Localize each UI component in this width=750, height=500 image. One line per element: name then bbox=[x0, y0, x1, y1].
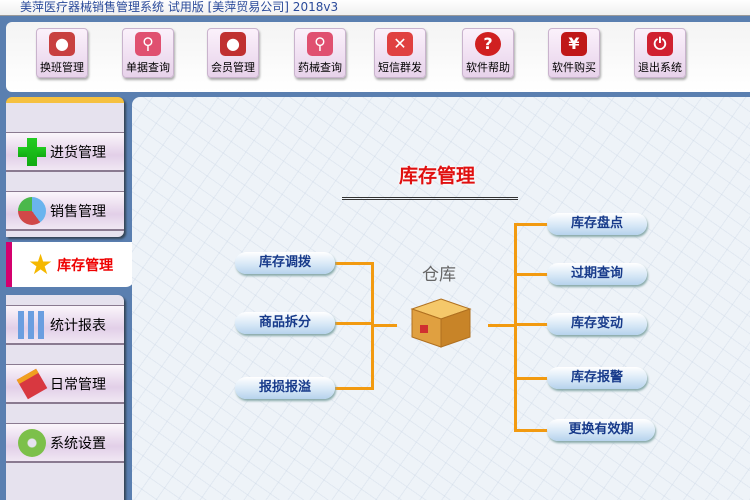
stock-alert-button[interactable]: 库存报警 bbox=[547, 367, 647, 389]
search-doc-icon: ⚲ bbox=[307, 32, 333, 56]
toolbar-button-help[interactable]: ?软件帮助 bbox=[462, 28, 514, 78]
sidebar-item-inventory[interactable]: ★库存管理 bbox=[6, 242, 134, 287]
toolbar-button-orders[interactable]: ⚲单据查询 bbox=[122, 28, 174, 78]
toolbar-button-members[interactable]: ●会员管理 bbox=[207, 28, 259, 78]
pie-icon bbox=[18, 196, 46, 225]
gear-icon bbox=[18, 428, 46, 457]
toolbar: ●换班管理 ⚲单据查询 ●会员管理 ⚲药械查询 ✕短信群发 ?软件帮助 ¥软件购… bbox=[6, 22, 750, 92]
warehouse-box-icon[interactable] bbox=[410, 297, 472, 349]
help-icon: ? bbox=[475, 32, 501, 56]
toolbar-button-buy[interactable]: ¥软件购买 bbox=[548, 28, 600, 78]
users-icon: ● bbox=[49, 32, 75, 56]
warehouse-label: 仓库 bbox=[422, 265, 456, 285]
sidebar-item-purchase[interactable]: 进货管理 bbox=[6, 132, 124, 172]
plus-icon bbox=[18, 137, 46, 166]
sidebar: 进货管理 销售管理 ★库存管理 统计报表 日常管理 系统设置 bbox=[6, 97, 134, 500]
mail-icon: ✕ bbox=[387, 32, 413, 56]
title-underline bbox=[342, 197, 518, 200]
toolbar-button-sms[interactable]: ✕短信群发 bbox=[374, 28, 426, 78]
sidebar-item-daily[interactable]: 日常管理 bbox=[6, 364, 124, 404]
toolbar-button-shift[interactable]: ●换班管理 bbox=[36, 28, 88, 78]
loss-overflow-button[interactable]: 报损报溢 bbox=[235, 377, 335, 399]
main-panel: 库存管理 库存调拨 商品拆分 报损报溢 仓库 库存盘点 过期查询 库存变动 库存… bbox=[132, 97, 750, 500]
transfer-button[interactable]: 库存调拨 bbox=[235, 252, 335, 274]
change-expiry-button[interactable]: 更换有效期 bbox=[547, 419, 655, 441]
page-title: 库存管理 bbox=[398, 165, 475, 187]
search-icon: ⚲ bbox=[135, 32, 161, 56]
stock-change-button[interactable]: 库存变动 bbox=[547, 313, 647, 335]
yen-icon: ¥ bbox=[561, 32, 587, 56]
expired-query-button[interactable]: 过期查询 bbox=[547, 263, 647, 285]
star-icon: ★ bbox=[28, 248, 54, 281]
user-icon: ● bbox=[220, 32, 246, 56]
window-title: 美萍医疗器械销售管理系统 试用版 [美萍贸易公司] 2018v3 bbox=[0, 0, 750, 16]
sidebar-item-reports[interactable]: 统计报表 bbox=[6, 305, 124, 345]
sidebar-item-sales[interactable]: 销售管理 bbox=[6, 191, 124, 231]
sidebar-item-settings[interactable]: 系统设置 bbox=[6, 423, 124, 463]
toolbar-button-drug-query[interactable]: ⚲药械查询 bbox=[294, 28, 346, 78]
stocktake-button[interactable]: 库存盘点 bbox=[547, 213, 647, 235]
brush-icon bbox=[16, 368, 48, 399]
toolbar-button-exit[interactable]: ⏻退出系统 bbox=[634, 28, 686, 78]
power-icon: ⏻ bbox=[647, 32, 673, 56]
split-button[interactable]: 商品拆分 bbox=[235, 312, 335, 334]
bar-chart-icon bbox=[18, 310, 46, 339]
